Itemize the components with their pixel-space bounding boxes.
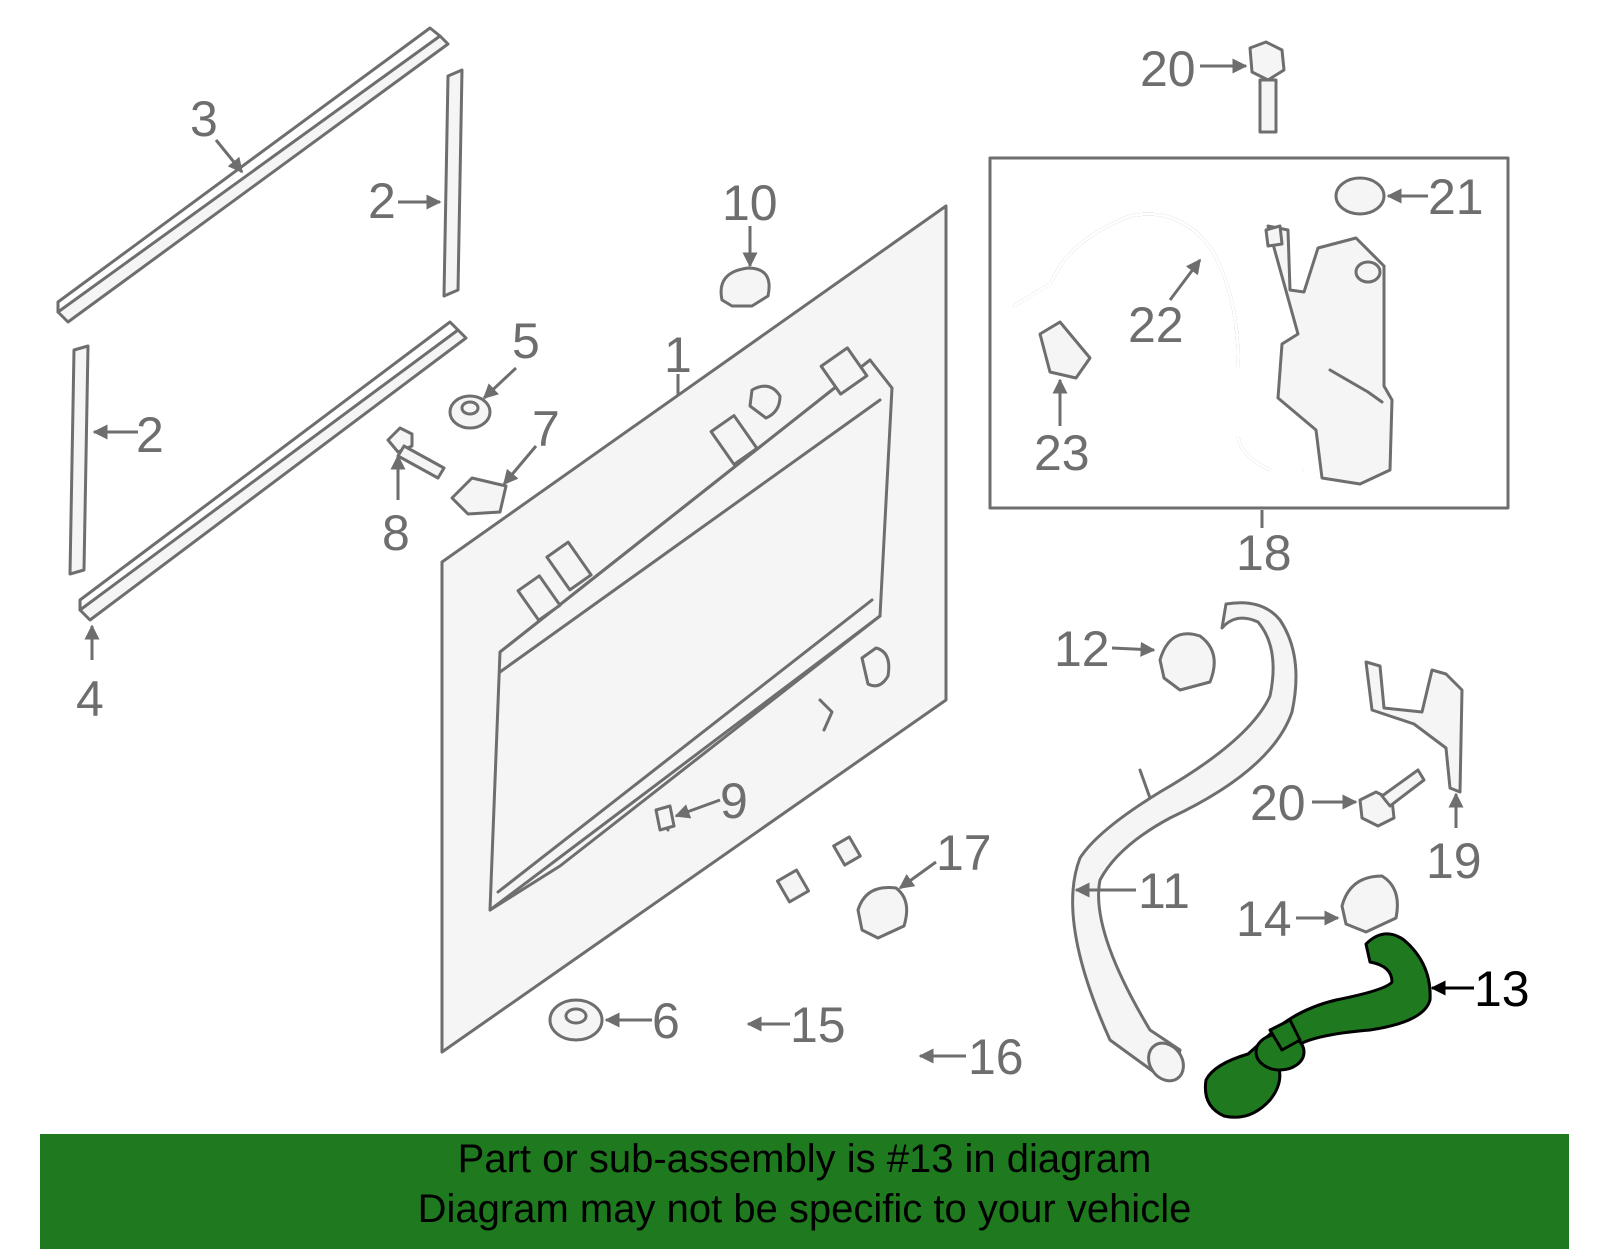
callout-7: 7 [532, 401, 560, 457]
callout-16: 16 [968, 1029, 1024, 1085]
callout-6: 6 [652, 993, 680, 1049]
radiator-assembly [440, 204, 948, 1054]
bolt [386, 426, 446, 480]
upper-radiator-hose [1071, 601, 1298, 1083]
callout-4: 4 [76, 671, 104, 727]
callout-2a: 2 [368, 173, 396, 229]
callout-15: 15 [790, 997, 846, 1053]
reservoir-group-box [988, 156, 1510, 510]
callout-21: 21 [1428, 169, 1484, 225]
seal-strip-upper [56, 26, 450, 324]
bolt-lower [1358, 768, 1426, 828]
leader-3 [214, 139, 244, 174]
radiator-clip [654, 804, 676, 832]
callout-23: 23 [1034, 425, 1090, 481]
rubber-mount-upper [448, 394, 492, 430]
callout-20a: 20 [1140, 41, 1196, 97]
callout-17: 17 [936, 825, 992, 881]
callout-14: 14 [1236, 891, 1292, 947]
return-hose [860, 906, 964, 1090]
callout-19: 19 [1426, 833, 1482, 889]
callout-8: 8 [382, 505, 410, 561]
hose-clamp-small [856, 885, 909, 940]
callout-3: 3 [190, 91, 218, 147]
info-banner: Part or sub-assembly is #13 in diagram D… [40, 1134, 1569, 1249]
drain-gasket [719, 266, 771, 308]
parts-diagram: 3 2 2 4 5 7 8 10 1 9 6 15 16 17 11 12 14… [56, 26, 1530, 1119]
callout-12: 12 [1054, 621, 1110, 677]
leader-5 [482, 366, 518, 400]
callout-11: 11 [1138, 863, 1190, 919]
bolt-top [1248, 40, 1286, 134]
hose-clamp-upper [1158, 632, 1216, 692]
lower-radiator-hose-highlighted [1203, 932, 1432, 1119]
mount-bracket [450, 476, 508, 516]
leader-22 [1168, 258, 1202, 301]
callout-13: 13 [1474, 961, 1530, 1017]
seal-strip-side-left [68, 344, 90, 576]
hose-clamp-lower [1340, 874, 1399, 934]
seal-strip-lower [78, 320, 468, 622]
callout-10: 10 [722, 175, 778, 231]
callout-5: 5 [512, 313, 540, 369]
callout-20b: 20 [1250, 775, 1306, 831]
callout-18: 18 [1236, 525, 1292, 581]
seal-strip-side-right [442, 68, 464, 298]
overflow-hose [716, 738, 1014, 1080]
callout-9: 9 [720, 773, 748, 829]
leader-12 [1111, 641, 1156, 657]
banner-line-1: Part or sub-assembly is #13 in diagram [457, 1137, 1152, 1181]
reservoir-bracket [1364, 660, 1464, 794]
leader-7 [502, 445, 538, 486]
leader-9 [674, 798, 721, 819]
callout-22: 22 [1128, 297, 1184, 353]
rubber-mount-lower [548, 998, 604, 1042]
callout-2b: 2 [136, 407, 164, 463]
leader-17 [898, 860, 937, 890]
callout-1: 1 [664, 327, 692, 383]
banner-line-2: Diagram may not be specific to your vehi… [417, 1187, 1192, 1231]
